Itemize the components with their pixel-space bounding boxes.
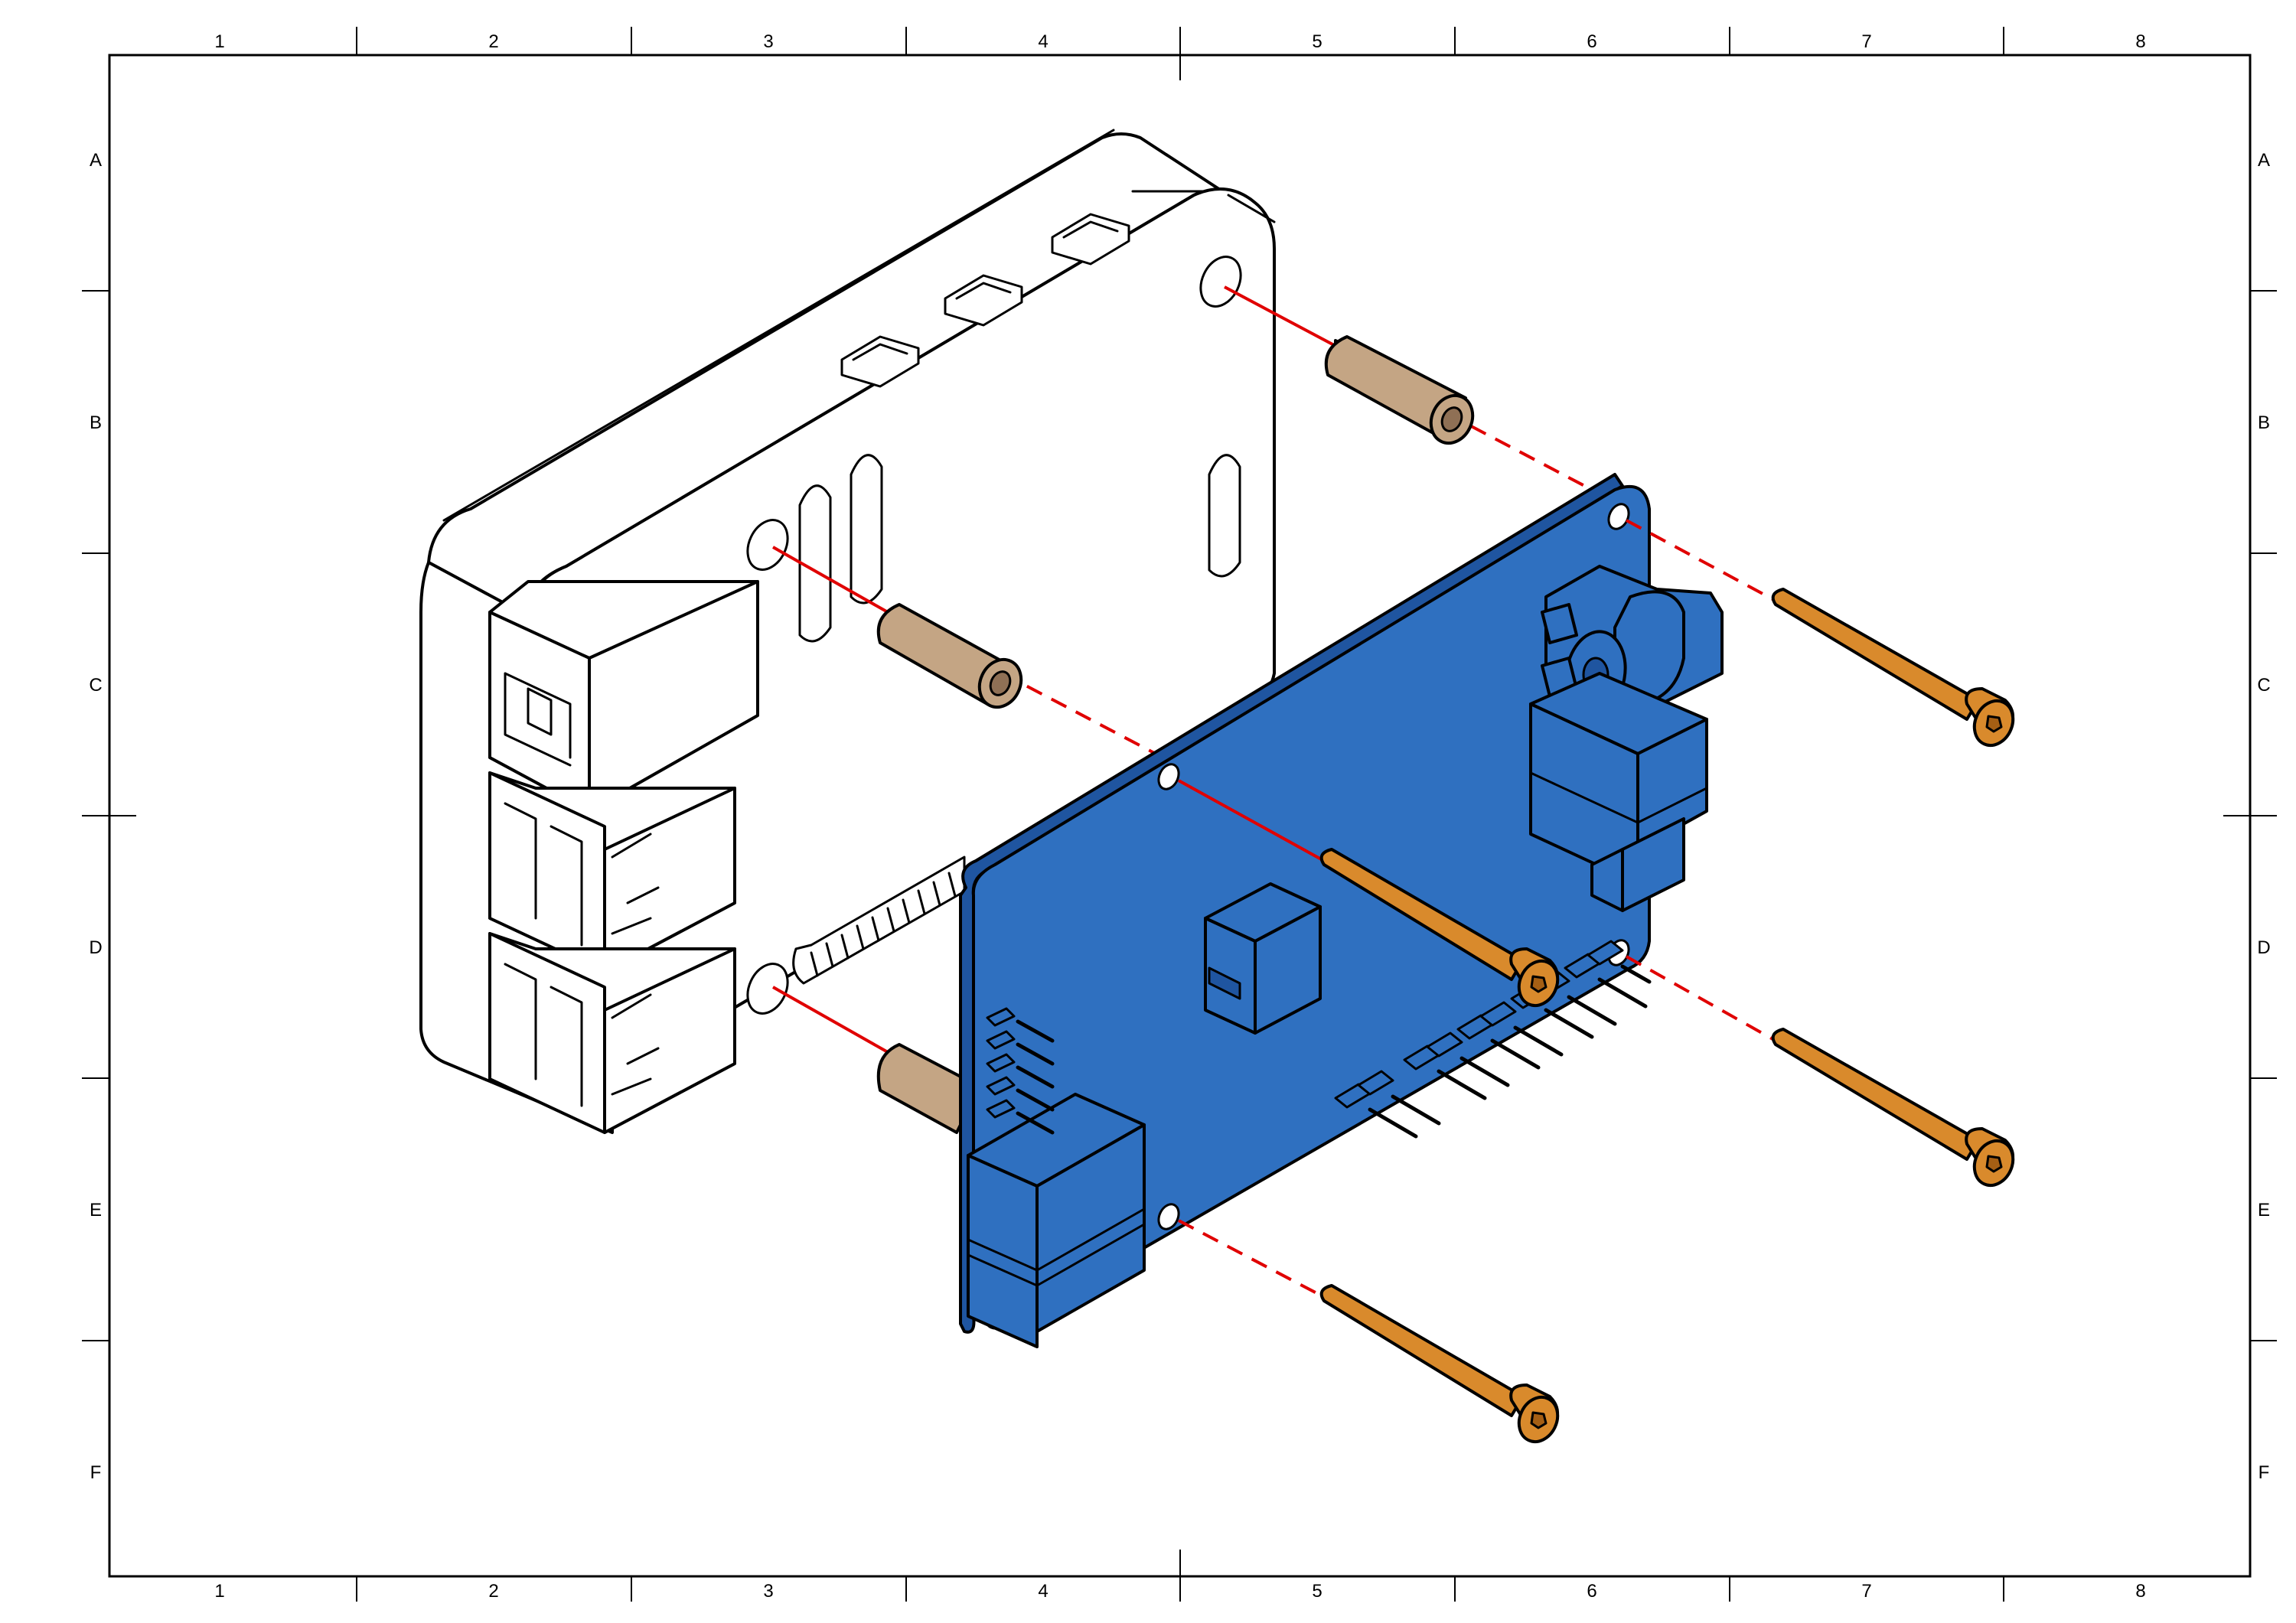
pcb-pin-header-left — [986, 1007, 1055, 1135]
col-label-7: 7 — [1861, 31, 1871, 52]
case-vent-slots — [798, 454, 1241, 643]
drawing-frame: 1 2 3 4 5 6 7 8 1 2 3 4 5 6 7 8 A B C D … — [82, 27, 2277, 1602]
col-label-6-bottom: 6 — [1587, 1581, 1596, 1602]
col-label-2-bottom: 2 — [488, 1581, 498, 1602]
explode-lines-front — [1178, 519, 1776, 1299]
col-label-8: 8 — [2135, 31, 2145, 52]
column-labels-top: 1 2 3 4 5 6 7 8 — [214, 31, 2145, 52]
column-ticks-top — [356, 27, 2004, 80]
screw-bottom — [1319, 1284, 1560, 1444]
standoff-top — [1324, 335, 1475, 445]
column-ticks-bottom — [356, 1550, 2004, 1602]
row-label-A: A — [90, 150, 102, 171]
pcb-terminal-block-right — [1529, 672, 1708, 912]
col-label-5: 5 — [1312, 31, 1322, 52]
standoff-middle — [876, 603, 1023, 709]
screws — [1319, 588, 2015, 1444]
pcb-pin-header-right — [1334, 940, 1652, 1139]
case-mounting-holes — [746, 256, 1242, 1015]
col-label-5-bottom: 5 — [1312, 1581, 1322, 1602]
pcb-terminal-block-left — [967, 1093, 1146, 1348]
screw-right-lower — [1771, 1028, 2015, 1188]
row-label-C-right: C — [2257, 675, 2270, 696]
screw-top-right — [1771, 588, 2015, 748]
col-label-8-bottom: 8 — [2135, 1581, 2145, 1602]
row-label-C: C — [89, 675, 102, 696]
col-label-1-bottom: 1 — [214, 1581, 224, 1602]
row-label-F: F — [90, 1462, 102, 1483]
row-label-E: E — [90, 1200, 102, 1221]
row-label-A-right: A — [2258, 150, 2270, 171]
col-label-6: 6 — [1587, 31, 1596, 52]
column-labels-bottom: 1 2 3 4 5 6 7 8 — [214, 1581, 2145, 1602]
pcb-mounting-holes — [1157, 503, 1630, 1230]
row-ticks-left — [82, 290, 136, 1341]
row-label-D-right: D — [2257, 937, 2270, 958]
row-label-B-right: B — [2258, 412, 2270, 433]
pcb-switch — [1204, 882, 1322, 1035]
col-label-7-bottom: 7 — [1861, 1581, 1871, 1602]
row-label-E-right: E — [2258, 1200, 2270, 1221]
top-port-openings — [840, 213, 1130, 388]
screw-middle — [1319, 848, 1560, 1008]
col-label-4: 4 — [1038, 31, 1048, 52]
row-label-B: B — [90, 412, 102, 433]
col-label-4-bottom: 4 — [1038, 1581, 1048, 1602]
usb-port-upper — [488, 771, 736, 973]
col-label-3-bottom: 3 — [763, 1581, 773, 1602]
standoff-bottom — [876, 1043, 981, 1134]
row-ticks-right — [2223, 290, 2277, 1341]
standoffs — [876, 335, 1475, 1134]
row-labels-left: A B C D E F — [89, 150, 102, 1483]
explode-lines-back — [772, 285, 1593, 1054]
col-label-3: 3 — [763, 31, 773, 52]
col-label-1: 1 — [214, 31, 224, 52]
row-label-F-right: F — [2258, 1462, 2270, 1483]
usb-port-lower — [488, 932, 736, 1134]
row-labels-right: A B C D E F — [2257, 150, 2270, 1483]
col-label-2: 2 — [488, 31, 498, 52]
ethernet-port — [488, 580, 759, 813]
row-label-D: D — [89, 937, 102, 958]
hat-pcb — [959, 473, 1724, 1348]
